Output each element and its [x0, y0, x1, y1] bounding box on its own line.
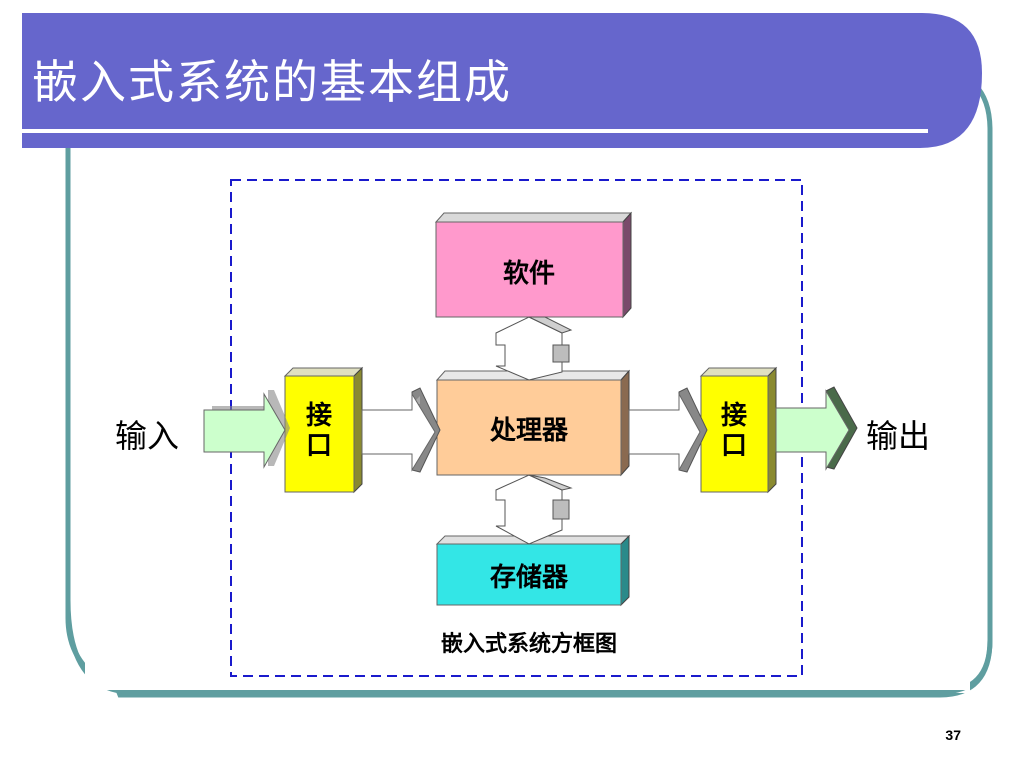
frame-gap-2 [85, 650, 970, 690]
input-arrow [203, 390, 290, 469]
interface-right-char-1: 接 [720, 401, 748, 431]
output-label: 输出 [866, 417, 931, 455]
software-label: 软件 [502, 259, 556, 289]
title-banner [22, 13, 982, 148]
arrow-software-processor [495, 316, 573, 381]
diagram-caption: 嵌入式系统方框图 [440, 632, 618, 657]
output-arrow [775, 386, 858, 471]
arrow-processor-memory [495, 474, 573, 545]
interface-left-box [283, 366, 364, 494]
processor-box [435, 369, 631, 477]
slide-title: 嵌入式系统的基本组成 [32, 55, 512, 109]
page-number: 37 [945, 727, 961, 743]
interface-right-char-2: 口 [720, 431, 748, 461]
memory-label: 存储器 [489, 563, 569, 593]
interface-right-box [699, 366, 778, 494]
processor-label: 处理器 [489, 416, 569, 446]
interface-left-char-1: 接 [305, 401, 333, 431]
interface-left-char-2: 口 [305, 431, 333, 461]
memory-box [435, 534, 631, 607]
interface-left-label: 接 口 [306, 401, 332, 461]
frame-bottom [65, 599, 993, 695]
interface-right-label: 接 口 [721, 401, 747, 461]
software-box [434, 211, 633, 319]
input-label: 输入 [115, 417, 180, 455]
arrow-interface-to-processor [361, 387, 441, 473]
arrow-processor-to-interface [628, 387, 708, 473]
